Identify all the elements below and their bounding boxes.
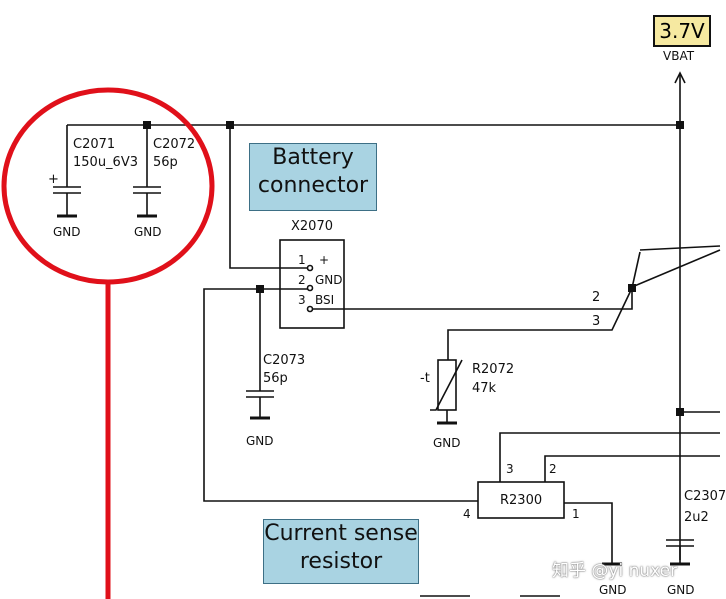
- c2072-gnd-label: GND: [134, 225, 162, 239]
- r2300-ref: R2300: [500, 493, 543, 508]
- bus-label-3: 3: [592, 314, 601, 329]
- junction-dot: [143, 121, 151, 129]
- x2070-ref: X2070: [291, 219, 333, 234]
- r2300-gnd-label: GND: [599, 583, 627, 597]
- c2073-ref: C2073: [263, 353, 306, 368]
- junction-dot: [676, 408, 684, 416]
- r2300-pin2: 2: [549, 462, 557, 476]
- bsi-bus-wire-2: [312, 249, 721, 310]
- r2300-pin3-wire: [499, 432, 720, 482]
- pin2-sense-wire: [203, 288, 478, 502]
- c2307-ref: C2307: [684, 489, 726, 504]
- pin1-wire: [229, 125, 308, 269]
- c2071-symbol: [53, 125, 81, 218]
- r2300-pin2-wire: [544, 455, 720, 482]
- r2072-gnd-label: GND: [433, 436, 461, 450]
- pin2-number: 2: [298, 273, 306, 287]
- highlight-circle: [1, 87, 215, 285]
- supply-voltage-tag: 3.7V: [653, 15, 711, 47]
- c2071-gnd-label: GND: [53, 225, 81, 239]
- battery-connector-title: Battery connector: [249, 143, 377, 211]
- vbat-arrow: [674, 71, 686, 84]
- current-sense-title: Current sense resistor: [263, 519, 419, 584]
- r2300-pin3: 3: [506, 462, 514, 476]
- r2300-pin4: 4: [463, 507, 471, 521]
- r2072-ntc-mark: [430, 359, 463, 411]
- bus-exit: [639, 245, 721, 251]
- pin1-number: 1: [298, 253, 306, 267]
- pin3-contact: [306, 305, 314, 313]
- junction-dot: [226, 121, 234, 129]
- r2072-value: 47k: [472, 381, 497, 396]
- c2071-ref: C2071: [73, 137, 116, 152]
- r2072-ref: R2072: [472, 362, 515, 377]
- pin1-contact: [306, 264, 314, 272]
- r2300-pin1-wire: [564, 502, 613, 563]
- c2072-value: 56p: [153, 155, 178, 170]
- pin3-number: 3: [298, 293, 306, 307]
- pin2-contact: [306, 284, 314, 292]
- c2307-value: 2u2: [684, 510, 709, 525]
- pin1-name: +: [319, 253, 330, 267]
- watermark: 知乎 @yi nuxer: [552, 561, 678, 581]
- x2070-body: [279, 239, 345, 329]
- c2072-ref: C2072: [153, 137, 196, 152]
- c2071-value: 150u_6V3: [73, 155, 138, 170]
- vbat-net-label: VBAT: [663, 49, 695, 63]
- pin3-name: BSI: [315, 293, 335, 307]
- c2071-polarity: +: [48, 172, 59, 187]
- r2300-pin1: 1: [572, 507, 580, 521]
- junction-dot: [628, 284, 636, 292]
- c2307-gnd-label: GND: [667, 583, 695, 597]
- c2073-gnd-label: GND: [246, 434, 274, 448]
- bus-slant: [631, 251, 641, 289]
- r2072-marker: -t: [420, 371, 430, 386]
- r2300-body: [477, 481, 565, 519]
- c2072-symbol: [133, 125, 161, 218]
- junction-dot: [256, 285, 264, 293]
- junction-dot: [676, 121, 684, 129]
- c2073-value: 56p: [263, 371, 288, 386]
- pin2-name: GND: [315, 273, 343, 287]
- bus-label-2: 2: [592, 290, 601, 305]
- bus-wire-3: [447, 287, 633, 360]
